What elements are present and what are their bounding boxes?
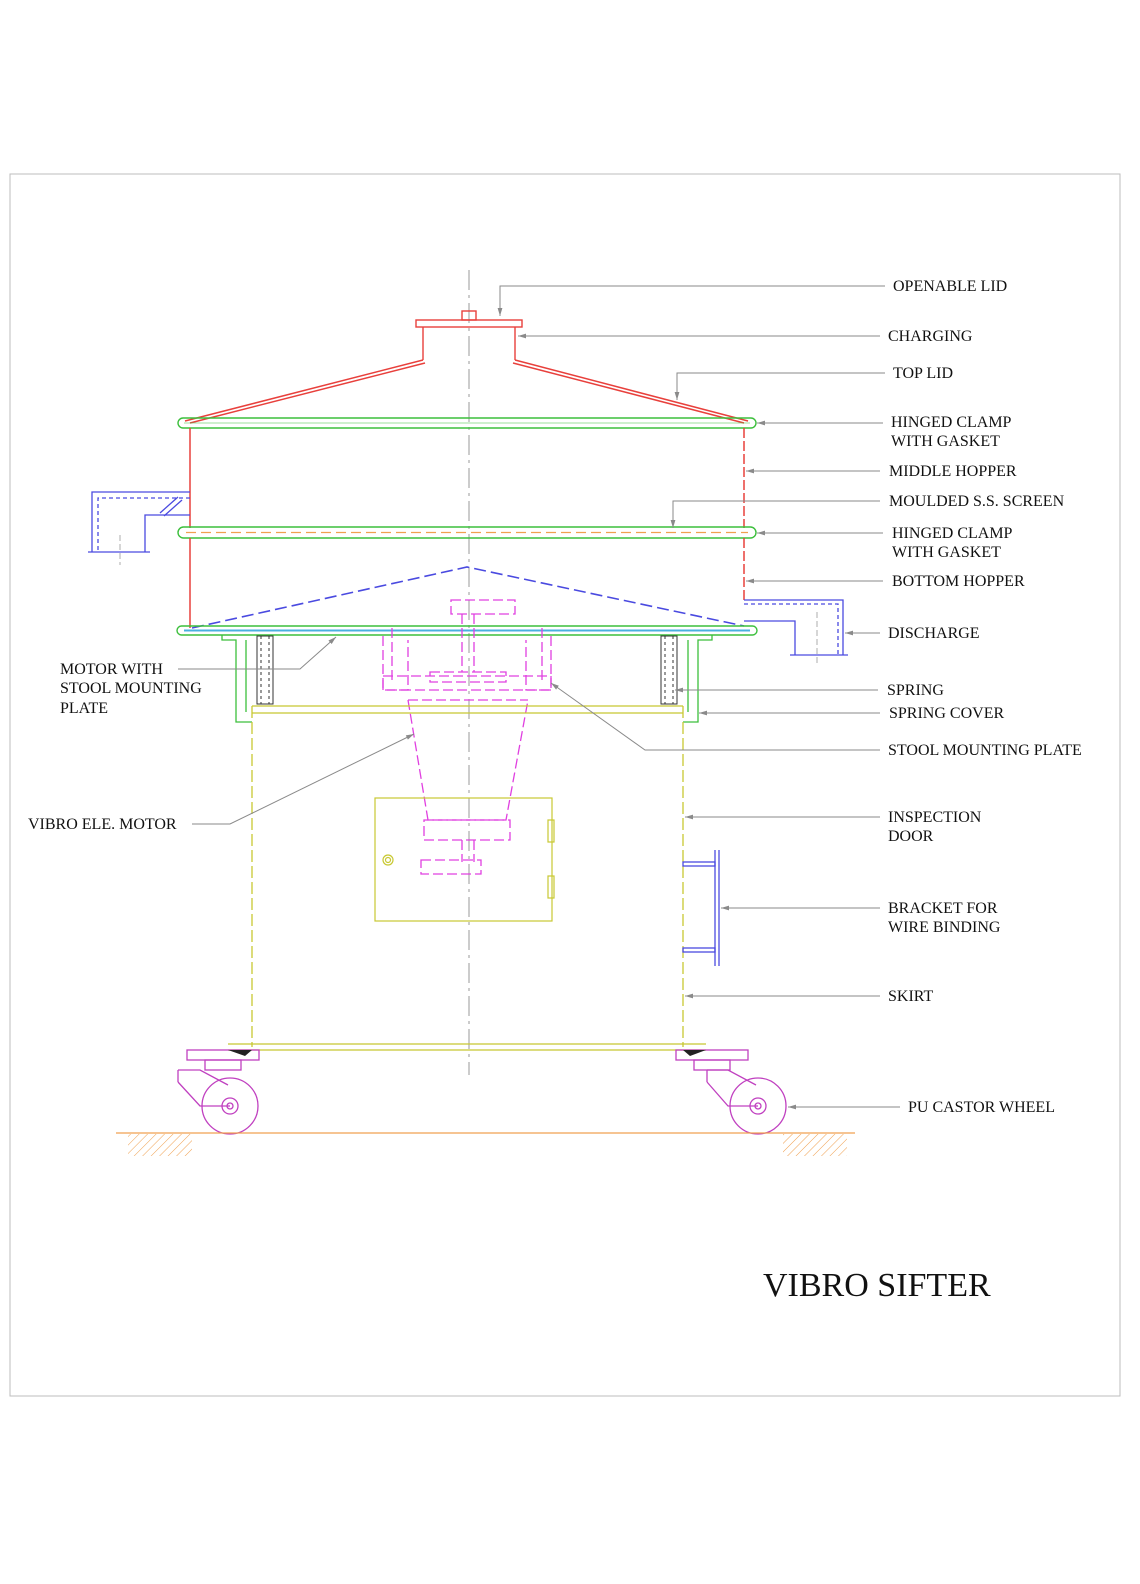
leader-lines <box>178 285 900 1110</box>
label-skirt: SKIRT <box>888 988 933 1005</box>
label-motor-with-stool-line2: STOOL MOUNTING <box>60 680 202 697</box>
label-bracket-line2: WIRE BINDING <box>888 919 1001 936</box>
drawing-title: VIBRO SIFTER <box>763 1267 991 1304</box>
spring-left <box>256 635 274 705</box>
label-hinged-clamp-2-line1: HINGED CLAMP <box>892 525 1013 542</box>
label-hinged-clamp-1-line2: WITH GASKET <box>891 433 1000 450</box>
discharge-outlet <box>744 599 848 665</box>
wire-binding-bracket <box>682 850 720 966</box>
castor-wheel-left <box>177 1049 260 1135</box>
label-inspection-door-line1: INSPECTION <box>888 809 982 826</box>
spring-covers <box>221 635 713 723</box>
hinged-clamp-top <box>177 417 757 429</box>
label-openable-lid: OPENABLE LID <box>893 278 1007 295</box>
motor-assembly <box>382 599 552 875</box>
sheet-border <box>9 173 1121 1397</box>
top-lid <box>184 359 749 424</box>
label-vibro-motor: VIBRO ELE. MOTOR <box>28 816 177 833</box>
inspection-door <box>374 797 555 922</box>
bottom-hopper <box>189 538 745 628</box>
label-hinged-clamp-2-line2: WITH GASKET <box>892 544 1001 561</box>
castor-wheel-right <box>675 1049 787 1135</box>
side-outlet-left <box>88 491 190 565</box>
base-clamp <box>176 625 758 636</box>
skirt <box>228 705 706 1051</box>
dome-hood <box>191 566 745 629</box>
label-middle-hopper: MIDDLE HOPPER <box>889 463 1017 480</box>
label-stool-mounting-plate: STOOL MOUNTING PLATE <box>888 742 1082 759</box>
label-top-lid: TOP LID <box>893 365 953 382</box>
label-spring-cover: SPRING COVER <box>889 705 1004 722</box>
middle-hopper <box>189 428 745 528</box>
ground-line <box>116 1132 855 1156</box>
label-charging: CHARGING <box>888 328 973 345</box>
label-bottom-hopper: BOTTOM HOPPER <box>892 573 1025 590</box>
label-hinged-clamp-1-line1: HINGED CLAMP <box>891 414 1012 431</box>
label-inspection-door-line2: DOOR <box>888 828 934 845</box>
label-bracket-line1: BRACKET FOR <box>888 900 998 917</box>
charging-port <box>415 310 523 360</box>
label-discharge: DISCHARGE <box>888 625 980 642</box>
spring-right <box>660 635 678 705</box>
label-motor-with-stool-line3: PLATE <box>60 700 108 717</box>
label-castor-wheel: PU CASTOR WHEEL <box>908 1099 1055 1116</box>
hinged-clamp-bottom <box>177 526 757 539</box>
label-motor-with-stool-line1: MOTOR WITH <box>60 661 163 678</box>
label-spring: SPRING <box>887 682 944 699</box>
label-moulded-screen: MOULDED S.S. SCREEN <box>889 493 1065 510</box>
